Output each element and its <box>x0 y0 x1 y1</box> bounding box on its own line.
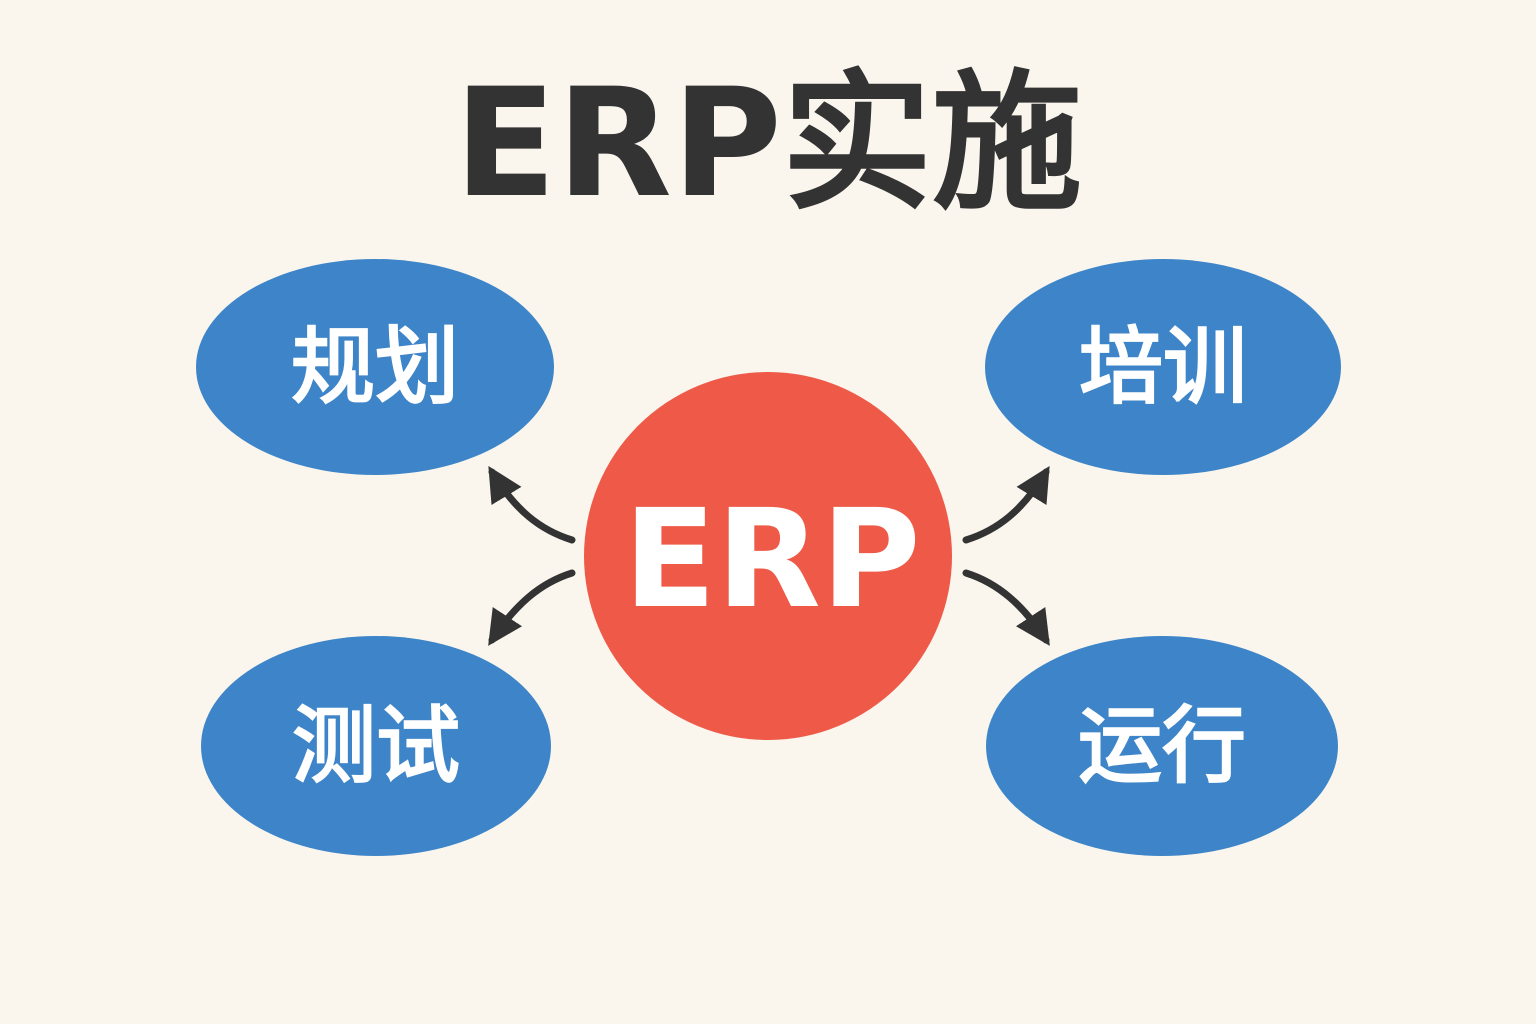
node-label-testing: 测试 <box>292 697 460 795</box>
node-operation: 运行 <box>986 636 1338 856</box>
center-node: ERP <box>584 372 952 740</box>
arrow-to-training <box>962 466 1050 544</box>
node-training: 培训 <box>985 259 1341 475</box>
node-label-planning: 规划 <box>291 318 459 416</box>
node-planning: 规划 <box>196 259 554 475</box>
arrow-to-testing <box>488 569 576 646</box>
node-label-operation: 运行 <box>1078 697 1246 795</box>
center-label: ERP <box>623 481 920 639</box>
diagram-title: ERP实施 <box>454 57 1082 231</box>
node-label-training: 培训 <box>1079 318 1247 416</box>
arrow-to-planning <box>488 466 576 544</box>
arrow-to-operation <box>962 569 1050 646</box>
node-testing: 测试 <box>201 636 551 856</box>
